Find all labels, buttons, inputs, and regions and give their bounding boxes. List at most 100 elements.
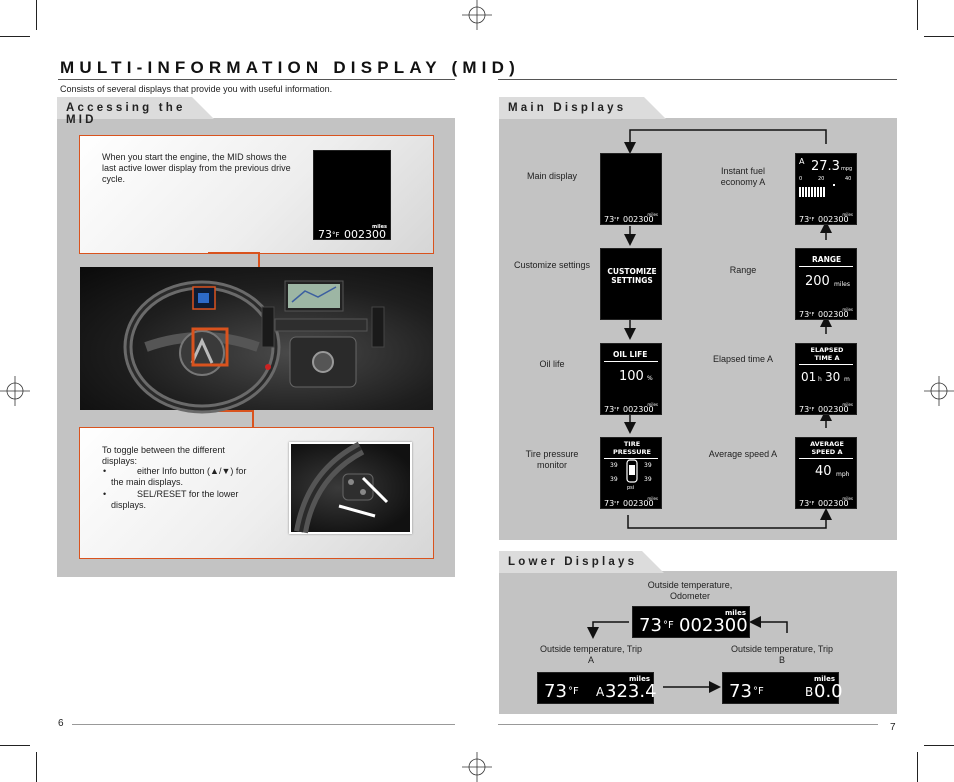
callout-line — [214, 410, 252, 412]
lcd-temp: 73 — [544, 681, 567, 702]
lcd-trip-letter: A — [596, 685, 605, 699]
lcd-temp: 73 — [604, 215, 615, 224]
lcd-avg-speed-unit: mph — [836, 471, 850, 478]
lcd-divider — [604, 361, 658, 362]
dashboard-photo — [80, 267, 433, 414]
label-instant-fuel: Instant fuel economy A — [720, 166, 766, 187]
lcd-tire-pressure: TIRE PRESSURE 39 39 39 39 psi miles 73 °… — [600, 437, 662, 509]
lcd-fuel-unit: mpg — [841, 166, 853, 172]
lcd-miles: miles — [813, 675, 835, 683]
lcd-psi-rr: 39 — [644, 476, 652, 483]
callout-line — [208, 252, 259, 254]
lcd-fuel-value: 27.3 — [811, 159, 840, 174]
main-displays-heading: Main Displays — [499, 97, 644, 119]
lcd-elapsed-h-unit: h — [818, 376, 822, 383]
lower-display-flow-arrows — [587, 616, 788, 693]
lcd-odometer: 002300 — [623, 215, 654, 224]
lcd-miles: miles — [647, 212, 658, 217]
lcd-temp: 73 — [604, 499, 615, 508]
crop-mark — [917, 0, 918, 30]
lcd-elapsed-hours: 01 — [801, 370, 817, 384]
lcd-psi-rl: 39 — [610, 476, 618, 483]
lcd-oil-title: OIL LIFE — [613, 350, 648, 359]
lcd-temp: 73 — [799, 405, 810, 414]
lcd-psi-fr: 39 — [644, 462, 652, 469]
lcd-miles: miles — [628, 675, 650, 683]
lcd-instant-fuel: A 27.3 mpg 0 20 40 miles 73 °F 002300 — [795, 153, 857, 225]
lcd-temp-unit: °F — [332, 231, 340, 239]
lcd-oil-value: 100 — [619, 369, 644, 384]
lcd-trip-a-value: 323.4 — [605, 681, 657, 702]
lcd-range-value: 200 — [805, 274, 830, 289]
lcd-temp-unit: °F — [809, 501, 815, 507]
toggle-bullet-2: SEL/RESET for the lower displays. — [111, 489, 239, 510]
lcd-temp: 73 — [318, 228, 332, 241]
lcd-miles: miles — [842, 496, 853, 501]
lcd-average-speed: AVERAGE SPEED A 40 mph miles 73 °F 00230… — [795, 437, 857, 509]
label-average-speed: Average speed A — [708, 449, 778, 459]
toggle-bullet-1: either Info button (▲/▼) for the main di… — [111, 466, 247, 487]
lcd-oil-life: OIL LIFE 100 % miles 73 °F 002300 — [600, 343, 662, 415]
crop-mark — [917, 752, 918, 782]
lcd-psi-unit: psi — [627, 485, 635, 491]
crop-mark — [0, 745, 30, 746]
lcd-temp-unit: °F — [809, 407, 815, 413]
lcd-temp-unit: °F — [614, 501, 620, 507]
registration-mark-icon — [462, 752, 492, 782]
lcd-fuel-letter: A — [799, 157, 805, 166]
tab-tail — [192, 97, 214, 119]
page-number-left: 6 — [58, 718, 64, 729]
lcd-trip-b-value: 0.0 — [814, 681, 843, 702]
lcd-odometer: 002300 — [818, 405, 849, 414]
lcd-miles: miles — [842, 307, 853, 312]
lcd-temp: 73 — [639, 615, 662, 636]
bullet-glyph: • — [103, 489, 107, 499]
tab-tail — [644, 97, 666, 119]
bullet-glyph: • — [103, 466, 107, 476]
lcd-miles: miles — [724, 609, 746, 617]
lcd-fuel-scale-20: 20 — [818, 176, 825, 182]
registration-mark-icon — [924, 376, 954, 406]
lcd-fuel-scale-0: 0 — [799, 176, 803, 182]
steering-buttons-icon — [294, 441, 389, 534]
lcd-elapsed-minutes: 30 — [825, 370, 841, 384]
lcd-miles: miles — [647, 496, 658, 501]
lcd-avg-speed-value: 40 — [815, 464, 832, 479]
lcd-odometer-value: 002300 — [679, 615, 748, 636]
lcd-miles: miles — [842, 212, 853, 217]
crop-mark — [0, 36, 30, 37]
label-elapsed-time: Elapsed time A — [712, 354, 774, 364]
lcd-temp: 73 — [604, 405, 615, 414]
lcd-temp: 73 — [729, 681, 752, 702]
dashboard-illustration-icon — [123, 280, 385, 414]
toggle-intro: To toggle between the different displays… — [102, 445, 225, 466]
lcd-trip-letter: B — [805, 685, 814, 699]
label-tire-pressure: Tire pressure monitor — [525, 449, 579, 470]
start-lcd: miles 73 °F 002300 — [313, 150, 391, 241]
lcd-range-title: RANGE — [812, 255, 842, 264]
lcd-temp-unit: °F — [663, 620, 674, 631]
lcd-tire-title: TIRE PRESSURE — [612, 440, 651, 456]
lcd-psi-fl: 39 — [610, 462, 618, 469]
lcd-range: RANGE 200 miles miles 73 °F 002300 — [795, 248, 857, 320]
crop-mark — [924, 36, 954, 37]
fuel-bar-graph-icon — [799, 184, 835, 197]
lcd-elapsed-time: ELAPSED TIME A 01 h 30 m miles 73 °F 002… — [795, 343, 857, 415]
lcd-odometer: 002300 — [818, 499, 849, 508]
lcd-odometer: 002300 — [344, 228, 386, 241]
lcd-temp-unit: °F — [614, 407, 620, 413]
lcd-temp: 73 — [799, 310, 810, 319]
lcd-divider — [799, 364, 853, 365]
footer-rule-left — [72, 724, 455, 725]
lcd-odometer: 002300 — [818, 310, 849, 319]
lcd-oil-unit: % — [647, 375, 653, 382]
lcd-fuel-scale-40: 40 — [845, 176, 852, 182]
lcd-miles: miles — [647, 402, 658, 407]
lcd-divider — [799, 458, 853, 459]
lcd-lower-odometer: miles 73 °F 002300 — [632, 606, 750, 638]
page-number-right: 7 — [890, 722, 896, 733]
title-rule-right — [498, 79, 897, 80]
lcd-odometer: 002300 — [623, 499, 654, 508]
lcd-miles: miles — [371, 224, 387, 230]
lcd-odometer: 002300 — [818, 215, 849, 224]
